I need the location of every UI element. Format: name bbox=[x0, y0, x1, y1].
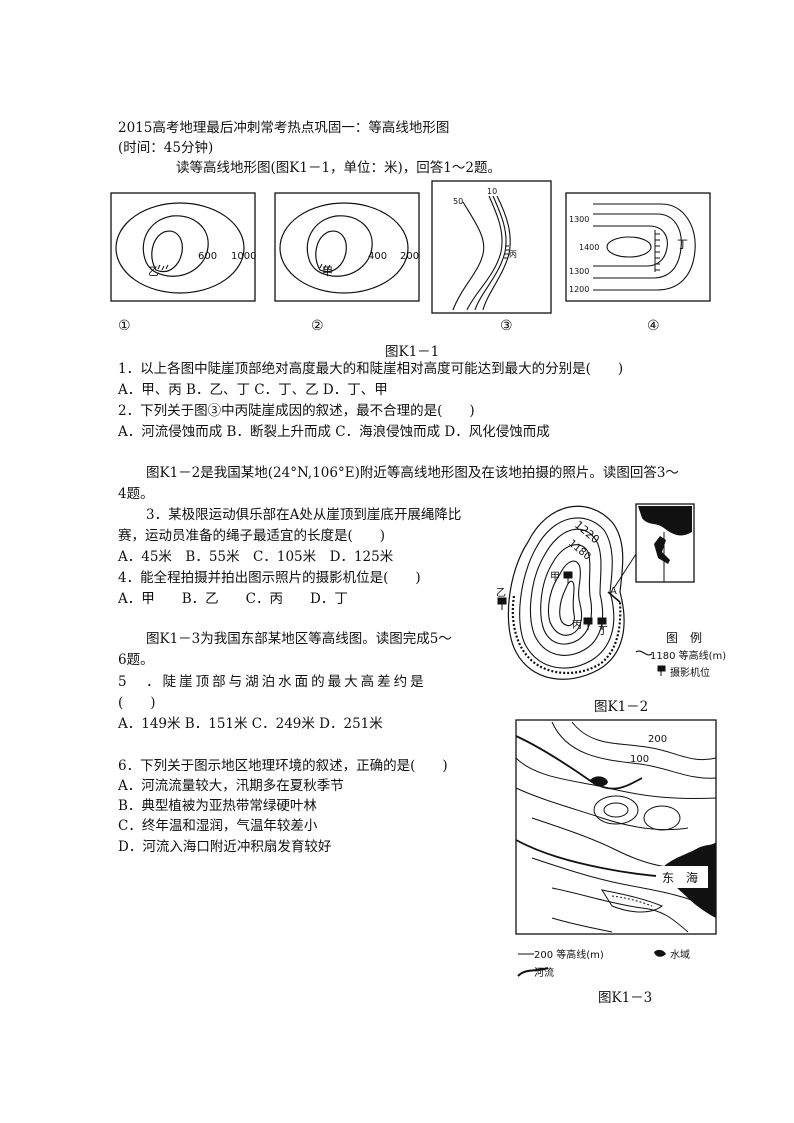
p4-label-ding: 丁 bbox=[677, 238, 688, 251]
p4-label-1300a: 1300 bbox=[569, 215, 589, 224]
p4-label-1400: 1400 bbox=[579, 243, 599, 252]
fig3-legend-contour: 200 等高线(m) bbox=[534, 948, 604, 961]
fig2-label-yi: 乙 bbox=[496, 587, 506, 599]
fig2-label-bing: 丙 bbox=[572, 620, 582, 631]
doc-time: (时间：45分钟) bbox=[118, 140, 214, 156]
panel-number-4: ④ bbox=[647, 318, 660, 334]
panel-number-2: ② bbox=[311, 318, 324, 334]
fig2-label-ding: 丁 bbox=[598, 626, 608, 637]
question-1-options: A．甲、丙 B．乙、丁 C．丁、乙 D．丁、甲 bbox=[118, 382, 388, 398]
fig1-panel-3: 50 10 丙 bbox=[431, 180, 552, 314]
fig2-legend-title: 图 例 bbox=[666, 631, 702, 645]
intro-1: 读等高线地形图(图K1－1，单位：米)，回答1～2题。 bbox=[176, 160, 501, 176]
fig2-legend-camera: 摄影机位 bbox=[670, 666, 710, 679]
question-4: 4．能全程拍摄并拍出图示照片的摄影机位是( ) bbox=[118, 570, 421, 586]
fig2-label-A: A bbox=[610, 586, 617, 597]
intro-2-line-2: 4题。 bbox=[118, 486, 154, 502]
question-3-line-1: 3．某极限运动俱乐部在A处从崖顶到崖底开展绳降比 bbox=[146, 507, 462, 523]
p1-label-600: 600 bbox=[198, 251, 217, 262]
fig2-label-jia: 甲 bbox=[550, 572, 560, 583]
fig1-panel-2: 甲 400 200 bbox=[274, 192, 420, 302]
question-5-line-1: 5 ．陡崖顶部与湖泊水面的最大高差约是 bbox=[118, 674, 427, 690]
p4-label-1200: 1200 bbox=[569, 285, 589, 294]
question-6-option-c: C．终年温和湿润，气温年较差小 bbox=[118, 818, 318, 834]
intro-3-line-1: 图K1－3为我国东部某地区等高线图。读图完成5～ bbox=[146, 631, 452, 647]
question-3-options: A．45米 B．55米 C．105米 D．125米 bbox=[118, 549, 394, 565]
question-1: 1．以上各图中陡崖顶部绝对高度最大的和陡崖相对高度可能达到最大的分别是( ) bbox=[118, 361, 624, 377]
p2-label-jia: 甲 bbox=[322, 265, 333, 278]
fig2-legend-contour: 1180 等高线(m) bbox=[650, 649, 726, 662]
question-2: 2．下列关于图③中丙陡崖成因的叙述，最不合理的是( ) bbox=[118, 403, 475, 419]
doc-title: 2015高考地理最后冲刺常考热点巩固一：等高线地形图 bbox=[118, 120, 450, 136]
p3-label-10: 10 bbox=[487, 187, 497, 196]
p2-label-400: 400 bbox=[368, 251, 387, 262]
fig3-label-100: 100 bbox=[630, 754, 649, 765]
fig1-panel-1: 乙 600 1000 bbox=[110, 192, 256, 302]
question-6-option-d: D．河流入海口附近冲积扇发育较好 bbox=[118, 839, 332, 855]
question-6: 6．下列关于图示地区地理环境的叙述，正确的是( ) bbox=[118, 758, 448, 774]
fig1-caption: 图K1－1 bbox=[385, 344, 440, 360]
question-6-option-a: A．河流流量较大，汛期多在夏秋季节 bbox=[118, 778, 344, 794]
fig3-legend-river: 河流 bbox=[534, 966, 554, 979]
fig2-map: 1220 1180 甲 乙 丙 丁 A 图 例 1180 等高线(m) 摄影机位 bbox=[496, 503, 726, 680]
fig3-label-east-sea: 东 海 bbox=[662, 870, 698, 885]
p1-label-yi: 乙 bbox=[148, 265, 159, 278]
panel-number-3: ③ bbox=[500, 318, 513, 334]
fig3-map: 东 海 200 100 200 等高线(m) 水域 河流 bbox=[515, 719, 717, 979]
intro-2-line-1: 图K1－2是我国某地(24°N,106°E)附近等高线地形图及在该地拍摄的照片。… bbox=[146, 465, 679, 481]
question-6-option-b: B．典型植被为亚热带常绿硬叶林 bbox=[118, 798, 317, 814]
fig2-caption: 图K1－2 bbox=[594, 699, 649, 715]
question-4-options: A．甲 B．乙 C．丙 D．丁 bbox=[118, 591, 348, 607]
panel-number-1: ① bbox=[118, 318, 131, 334]
fig3-label-200: 200 bbox=[648, 734, 667, 745]
fig3-legend-water: 水域 bbox=[670, 948, 690, 961]
p4-label-1300b: 1300 bbox=[569, 267, 589, 276]
fig1-panel-4: 1300 1400 1300 1200 丁 bbox=[565, 192, 711, 302]
question-2-options: A．河流侵蚀而成 B．断裂上升而成 C．海浪侵蚀而成 D．风化侵蚀而成 bbox=[118, 424, 550, 440]
fig3-caption: 图K1－3 bbox=[598, 990, 653, 1006]
intro-3-line-2: 6题。 bbox=[118, 652, 154, 668]
question-3-line-2: 赛，运动员准备的绳子最适宜的长度是( ) bbox=[118, 528, 386, 544]
question-5-line-2: ( ) bbox=[118, 695, 156, 711]
p1-label-1000: 1000 bbox=[231, 251, 256, 262]
question-5-options: A．149米 B．151米 C．249米 D．251米 bbox=[118, 716, 383, 732]
p2-label-200: 200 bbox=[400, 251, 419, 262]
p3-label-50: 50 bbox=[453, 197, 463, 206]
p3-label-bing: 丙 bbox=[509, 250, 517, 259]
